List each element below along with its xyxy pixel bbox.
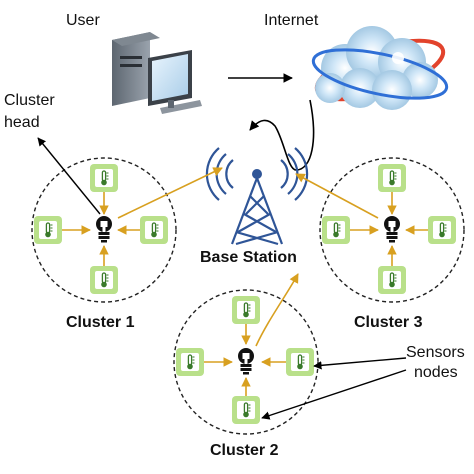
cluster-1-boundary [31,157,177,303]
sensor-node-thermometer-icon [427,215,457,245]
sensor-node-thermometer-icon [231,395,261,425]
sensor-node-thermometer-icon [231,295,261,325]
user-label: User [66,12,100,29]
cluster-head-pointer-arrow [37,137,101,215]
sensor-node-thermometer-icon [89,265,119,295]
cluster-2 [173,289,319,435]
sensor-node-thermometer-icon [33,215,63,245]
base-station-label: Base Station [200,249,297,266]
cluster-head-bulb-icon [384,216,400,243]
sensor-node-thermometer-icon [321,215,351,245]
sensor-nodes-pointer-arrow [313,357,407,370]
internet-cloud-icon [311,26,449,110]
sensor-nodes-pointer-arrow [261,369,407,420]
cluster-3-label: Cluster 3 [354,314,423,331]
internet-to-base-station-arrow [249,99,315,171]
cluster-3-boundary [319,157,465,303]
base-station-tower-icon [205,147,309,246]
cluster-head-bulb-icon [238,348,254,375]
sensor-node-thermometer-icon [175,347,205,377]
cluster-head-label-line-1: Cluster [4,92,55,109]
sensor-nodes-label-line-1: Sensors [406,344,465,361]
sensor-node-thermometer-icon [377,265,407,295]
head-to-base-station-arrows [117,167,379,347]
cluster-3 [319,157,465,303]
user-computer-icon [112,32,202,114]
sensor-node-thermometer-icon [377,163,407,193]
sensor-nodes-label-line-2: nodes [414,364,458,381]
cluster-head-label-line-2: head [4,114,40,131]
sensor-node-thermometer-icon [285,347,315,377]
cluster-2-label: Cluster 2 [210,442,279,459]
sensor-node-thermometer-icon [139,215,169,245]
internet-label: Internet [264,12,319,29]
sensor-node-thermometer-icon [89,163,119,193]
cluster-1-label: Cluster 1 [66,314,135,331]
cluster-head-bulb-icon [96,216,112,243]
cluster-1 [31,157,177,303]
